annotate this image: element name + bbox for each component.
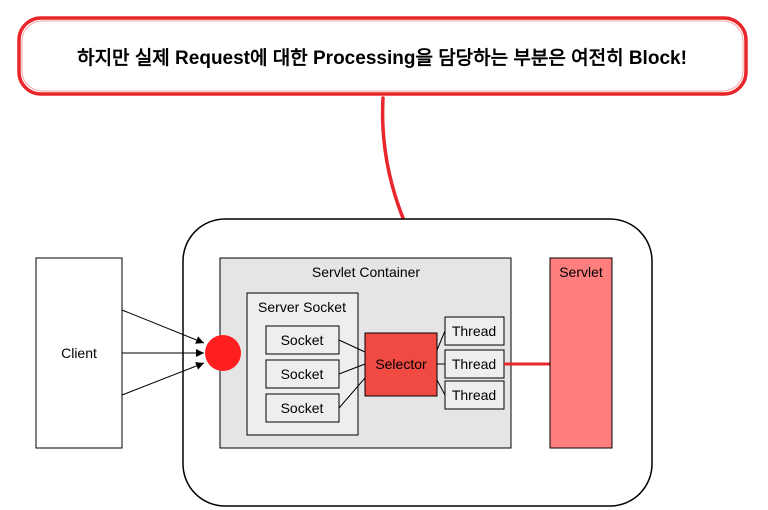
thread-1: Thread <box>444 316 505 346</box>
thread-3: Thread <box>444 380 505 410</box>
socket-label: Socket <box>281 366 324 382</box>
socket-label: Socket <box>281 332 324 348</box>
socket-link-2 <box>338 363 366 375</box>
servlet-box: Servlet <box>549 257 613 449</box>
socket-2: Socket <box>265 359 340 389</box>
selector-label: Selector <box>375 356 427 372</box>
thread-label: Thread <box>452 387 496 403</box>
socket-label: Socket <box>281 400 324 416</box>
client-arrow-3 <box>121 362 205 396</box>
callout-text: 하지만 실제 Request에 대한 Processing을 담당하는 부분은 … <box>77 47 687 69</box>
thread-label: Thread <box>452 323 496 339</box>
client-label: Client <box>61 345 97 361</box>
servlet-label: Servlet <box>559 264 603 280</box>
socket-3: Socket <box>265 393 340 423</box>
socket-link-1 <box>338 339 366 353</box>
endpoint-circle <box>205 335 241 371</box>
socket-1: Socket <box>265 325 340 355</box>
thread-link-3 <box>436 379 446 396</box>
selector-box: Selector <box>364 332 438 397</box>
thread-label: Thread <box>452 356 496 372</box>
thread-link-1 <box>436 330 446 351</box>
servlet-container-label: Servlet Container <box>312 264 421 280</box>
server-socket-label: Server Socket <box>258 299 346 315</box>
callout-bubble: 하지만 실제 Request에 대한 Processing을 담당하는 부분은 … <box>17 16 748 96</box>
client-arrow-1 <box>121 309 205 344</box>
thread-2: Thread <box>444 349 505 379</box>
client-box: Client <box>35 257 123 449</box>
socket-link-3 <box>338 377 366 409</box>
